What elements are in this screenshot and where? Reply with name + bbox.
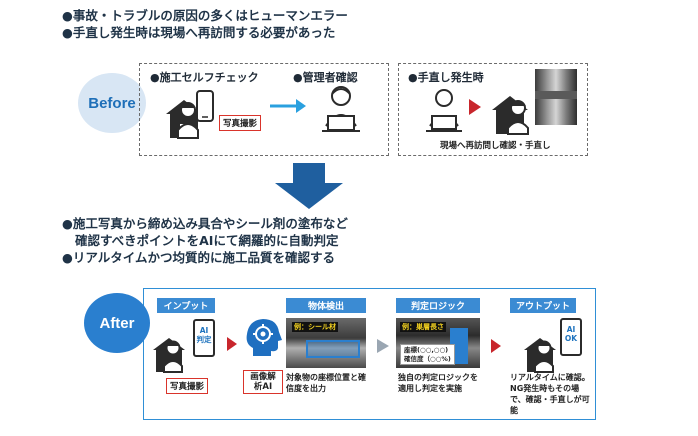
after-circle: After (84, 293, 150, 353)
before-bullet: ●事故・トラブルの原因の多くはヒューマンエラー (62, 8, 348, 23)
input-photo-tag: 写真撮影 (166, 378, 209, 394)
logic-photo-label: 例：巣層長さ (400, 322, 446, 332)
output-caption: リアルタイムに確認。NG発生時もその場で、確認・手直しが可能 (510, 373, 590, 415)
pipe-photo (535, 69, 577, 125)
logic-coord-box: 座標(○○,○○) 確信度（○○%) (400, 344, 455, 365)
ai-phone: AI判定 (193, 319, 215, 357)
worker-house-icon (166, 100, 202, 139)
phone-icon (196, 90, 214, 122)
photo-tag: 写真撮影 (219, 115, 262, 131)
red-arrow-icon (227, 337, 237, 351)
logic-confidence-line: 確信度（○○%) (404, 354, 451, 363)
worker-house-icon (153, 338, 185, 373)
manager-laptop-icon (322, 86, 360, 132)
logic-caption: 独自の判定ロジックを適用し判定を実施 (398, 373, 478, 393)
after-bullets: ●施工写真から締め込み具合やシール剤の塗布など 確認すべきポイントをAIにて網羅… (62, 215, 348, 266)
red-arrow-icon (491, 339, 501, 353)
before-bullets: ●事故・トラブルの原因の多くはヒューマンエラー ●手直し発生時は現場へ再訪問する… (62, 7, 348, 41)
ok-phone-text: AI OK (564, 325, 578, 343)
person-laptop-icon (426, 89, 462, 132)
detect-photo: 例：シール材 (286, 318, 366, 368)
rework-caption: 現場へ再訪問し確認・手直し (440, 141, 551, 151)
down-arrow-icon (275, 163, 343, 209)
worker-house-icon (524, 338, 556, 373)
ai-head-icon (246, 319, 282, 356)
before-bullet: ●手直し発生時は現場へ再訪問する必要があった (62, 25, 336, 40)
after-bullet: ●施工写真から締め込み具合やシール剤の塗布など (62, 216, 348, 231)
ai-phone-text: AI判定 (196, 326, 212, 344)
arrow-right-icon (270, 99, 306, 113)
self-check-box (139, 63, 389, 156)
step-header-input: インプット (157, 298, 215, 313)
step-header-detect: 物体検出 (286, 298, 366, 313)
red-arrow-icon (469, 99, 481, 115)
step-header-output: アウトプット (510, 298, 576, 313)
detect-caption: 対象物の座標位置と確信度を出力 (286, 373, 366, 393)
before-circle: Before (78, 73, 146, 133)
after-bullet: ●リアルタイムかつ均質的に施工品質を確認する (62, 250, 336, 265)
gray-arrow-icon (377, 339, 389, 353)
ok-phone: AI OK (560, 318, 582, 356)
manager-heading: ●管理者確認 (293, 71, 358, 84)
logic-coord-line: 座標(○○,○○) (404, 346, 449, 354)
step-header-logic: 判定ロジック (396, 298, 480, 313)
ai-tag: 画像解析AI (243, 370, 283, 394)
worker-house-icon (492, 96, 529, 135)
self-check-heading: ●施工セルフチェック (150, 71, 259, 84)
logic-photo: 例：巣層長さ 座標(○○,○○) 確信度（○○%) (396, 318, 480, 368)
detect-photo-label: 例：シール材 (292, 322, 338, 332)
rework-heading: ●手直し発生時 (408, 71, 484, 84)
after-bullet: 確認すべきポイントをAIにて網羅的に自動判定 (75, 233, 339, 248)
rework-box (398, 63, 588, 156)
